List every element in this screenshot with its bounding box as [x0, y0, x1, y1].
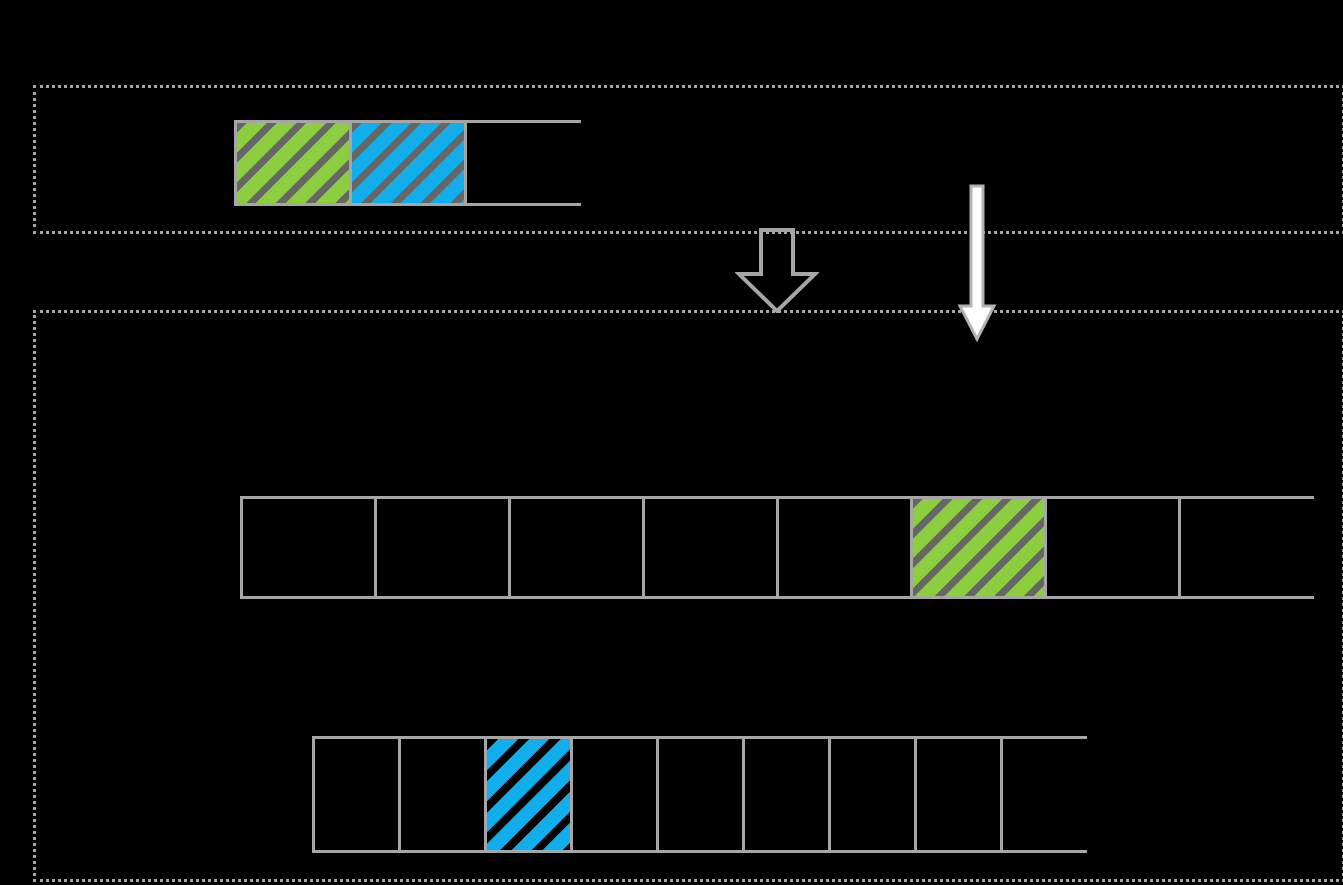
secondary-cell-1[interactable] [401, 739, 487, 850]
source-cell-0[interactable] [237, 123, 352, 203]
source-cell-1[interactable] [352, 123, 467, 203]
secondary-cell-2[interactable] [487, 739, 573, 850]
secondary-cell-4[interactable] [659, 739, 745, 850]
primary-cell-7[interactable] [1181, 499, 1315, 596]
secondary-cell-8[interactable] [1003, 739, 1089, 850]
primary-cell-3[interactable] [645, 499, 779, 596]
secondary-cell-5[interactable] [745, 739, 831, 850]
secondary-target-row [312, 736, 1089, 853]
secondary-cell-7[interactable] [917, 739, 1003, 850]
primary-cell-6[interactable] [1047, 499, 1181, 596]
primary-cell-4[interactable] [779, 499, 913, 596]
secondary-cell-3[interactable] [573, 739, 659, 850]
secondary-cell-0[interactable] [315, 739, 401, 850]
thin-down-arrow-icon [957, 184, 997, 342]
primary-cell-5[interactable] [913, 499, 1047, 596]
secondary-cell-6[interactable] [831, 739, 917, 850]
primary-target-row [240, 496, 1315, 599]
source-cell-2[interactable] [467, 123, 582, 203]
source-region [33, 85, 1343, 234]
block-down-arrow-icon [735, 228, 819, 313]
source-block-row [234, 120, 582, 206]
primary-cell-2[interactable] [511, 499, 645, 596]
primary-cell-0[interactable] [243, 499, 377, 596]
primary-cell-1[interactable] [377, 499, 511, 596]
